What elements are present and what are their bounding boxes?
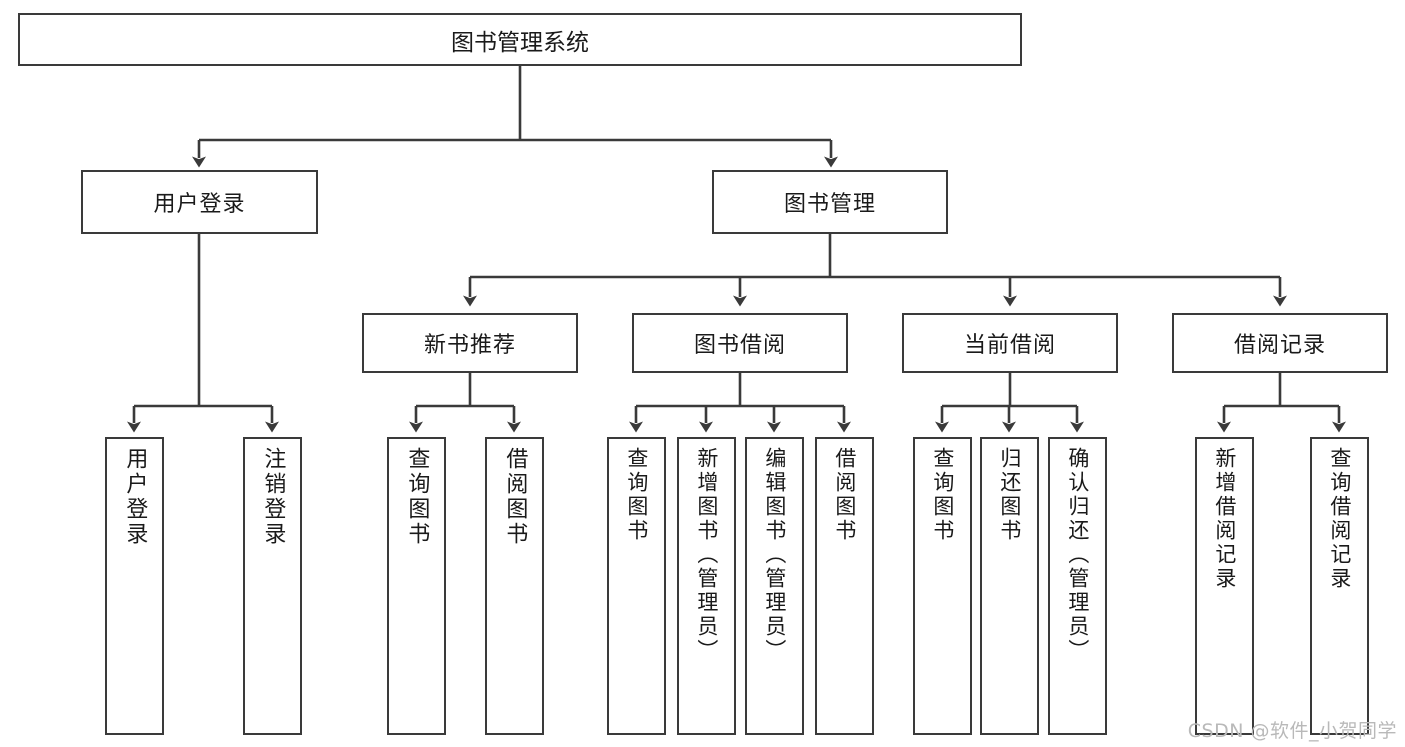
leaf-edit-book-admin[interactable]: 编辑图书（管理员） xyxy=(745,437,804,735)
node-book-borrow[interactable]: 图书借阅 xyxy=(632,313,848,373)
leaf-borrow-book-recommend[interactable]: 借阅图书 xyxy=(485,437,544,735)
leaf-query-book-borrow[interactable]: 查询图书 xyxy=(607,437,666,735)
leaf-label: 查询图书 xyxy=(624,447,649,543)
node-root[interactable]: 图书管理系统 xyxy=(18,13,1022,66)
leaf-label: 用户登录 xyxy=(122,447,148,547)
node-root-label: 图书管理系统 xyxy=(451,29,589,56)
leaf-label: 新增借阅记录 xyxy=(1212,447,1237,591)
leaf-label: 查询图书 xyxy=(404,447,430,547)
node-borrow-record[interactable]: 借阅记录 xyxy=(1172,313,1388,373)
leaf-label: 归还图书 xyxy=(997,447,1022,543)
node-user-login[interactable]: 用户登录 xyxy=(81,170,318,234)
node-current-borrow-label: 当前借阅 xyxy=(963,333,1056,358)
leaf-label: 新增图书（管理员） xyxy=(694,447,719,663)
leaf-label: 借阅图书 xyxy=(502,447,528,547)
node-user-login-label: 用户登录 xyxy=(153,192,246,217)
node-new-book-recommend-label: 新书推荐 xyxy=(423,333,516,358)
leaf-label: 借阅图书 xyxy=(832,447,857,543)
leaf-query-borrow-record[interactable]: 查询借阅记录 xyxy=(1310,437,1369,735)
leaf-query-book-recommend[interactable]: 查询图书 xyxy=(387,437,446,735)
leaf-label: 查询借阅记录 xyxy=(1327,447,1352,591)
node-book-borrow-label: 图书借阅 xyxy=(693,333,786,358)
node-book-management-label: 图书管理 xyxy=(783,192,876,217)
leaf-label: 编辑图书（管理员） xyxy=(762,447,787,663)
leaf-label: 查询图书 xyxy=(930,447,955,543)
leaf-return-book[interactable]: 归还图书 xyxy=(980,437,1039,735)
node-current-borrow[interactable]: 当前借阅 xyxy=(902,313,1118,373)
leaf-user-login[interactable]: 用户登录 xyxy=(105,437,164,735)
leaf-label: 确认归还（管理员） xyxy=(1065,447,1090,663)
leaf-query-book-current[interactable]: 查询图书 xyxy=(913,437,972,735)
watermark: CSDN @软件_小贺同学 xyxy=(1187,720,1397,742)
node-new-book-recommend[interactable]: 新书推荐 xyxy=(362,313,578,373)
leaf-add-book-admin[interactable]: 新增图书（管理员） xyxy=(677,437,736,735)
node-book-management[interactable]: 图书管理 xyxy=(712,170,948,234)
node-borrow-record-label: 借阅记录 xyxy=(1233,333,1326,358)
leaf-add-borrow-record[interactable]: 新增借阅记录 xyxy=(1195,437,1254,735)
leaf-confirm-return-admin[interactable]: 确认归还（管理员） xyxy=(1048,437,1107,735)
leaf-logout-login[interactable]: 注销登录 xyxy=(243,437,302,735)
leaf-borrow-book[interactable]: 借阅图书 xyxy=(815,437,874,735)
leaf-label: 注销登录 xyxy=(260,447,286,547)
